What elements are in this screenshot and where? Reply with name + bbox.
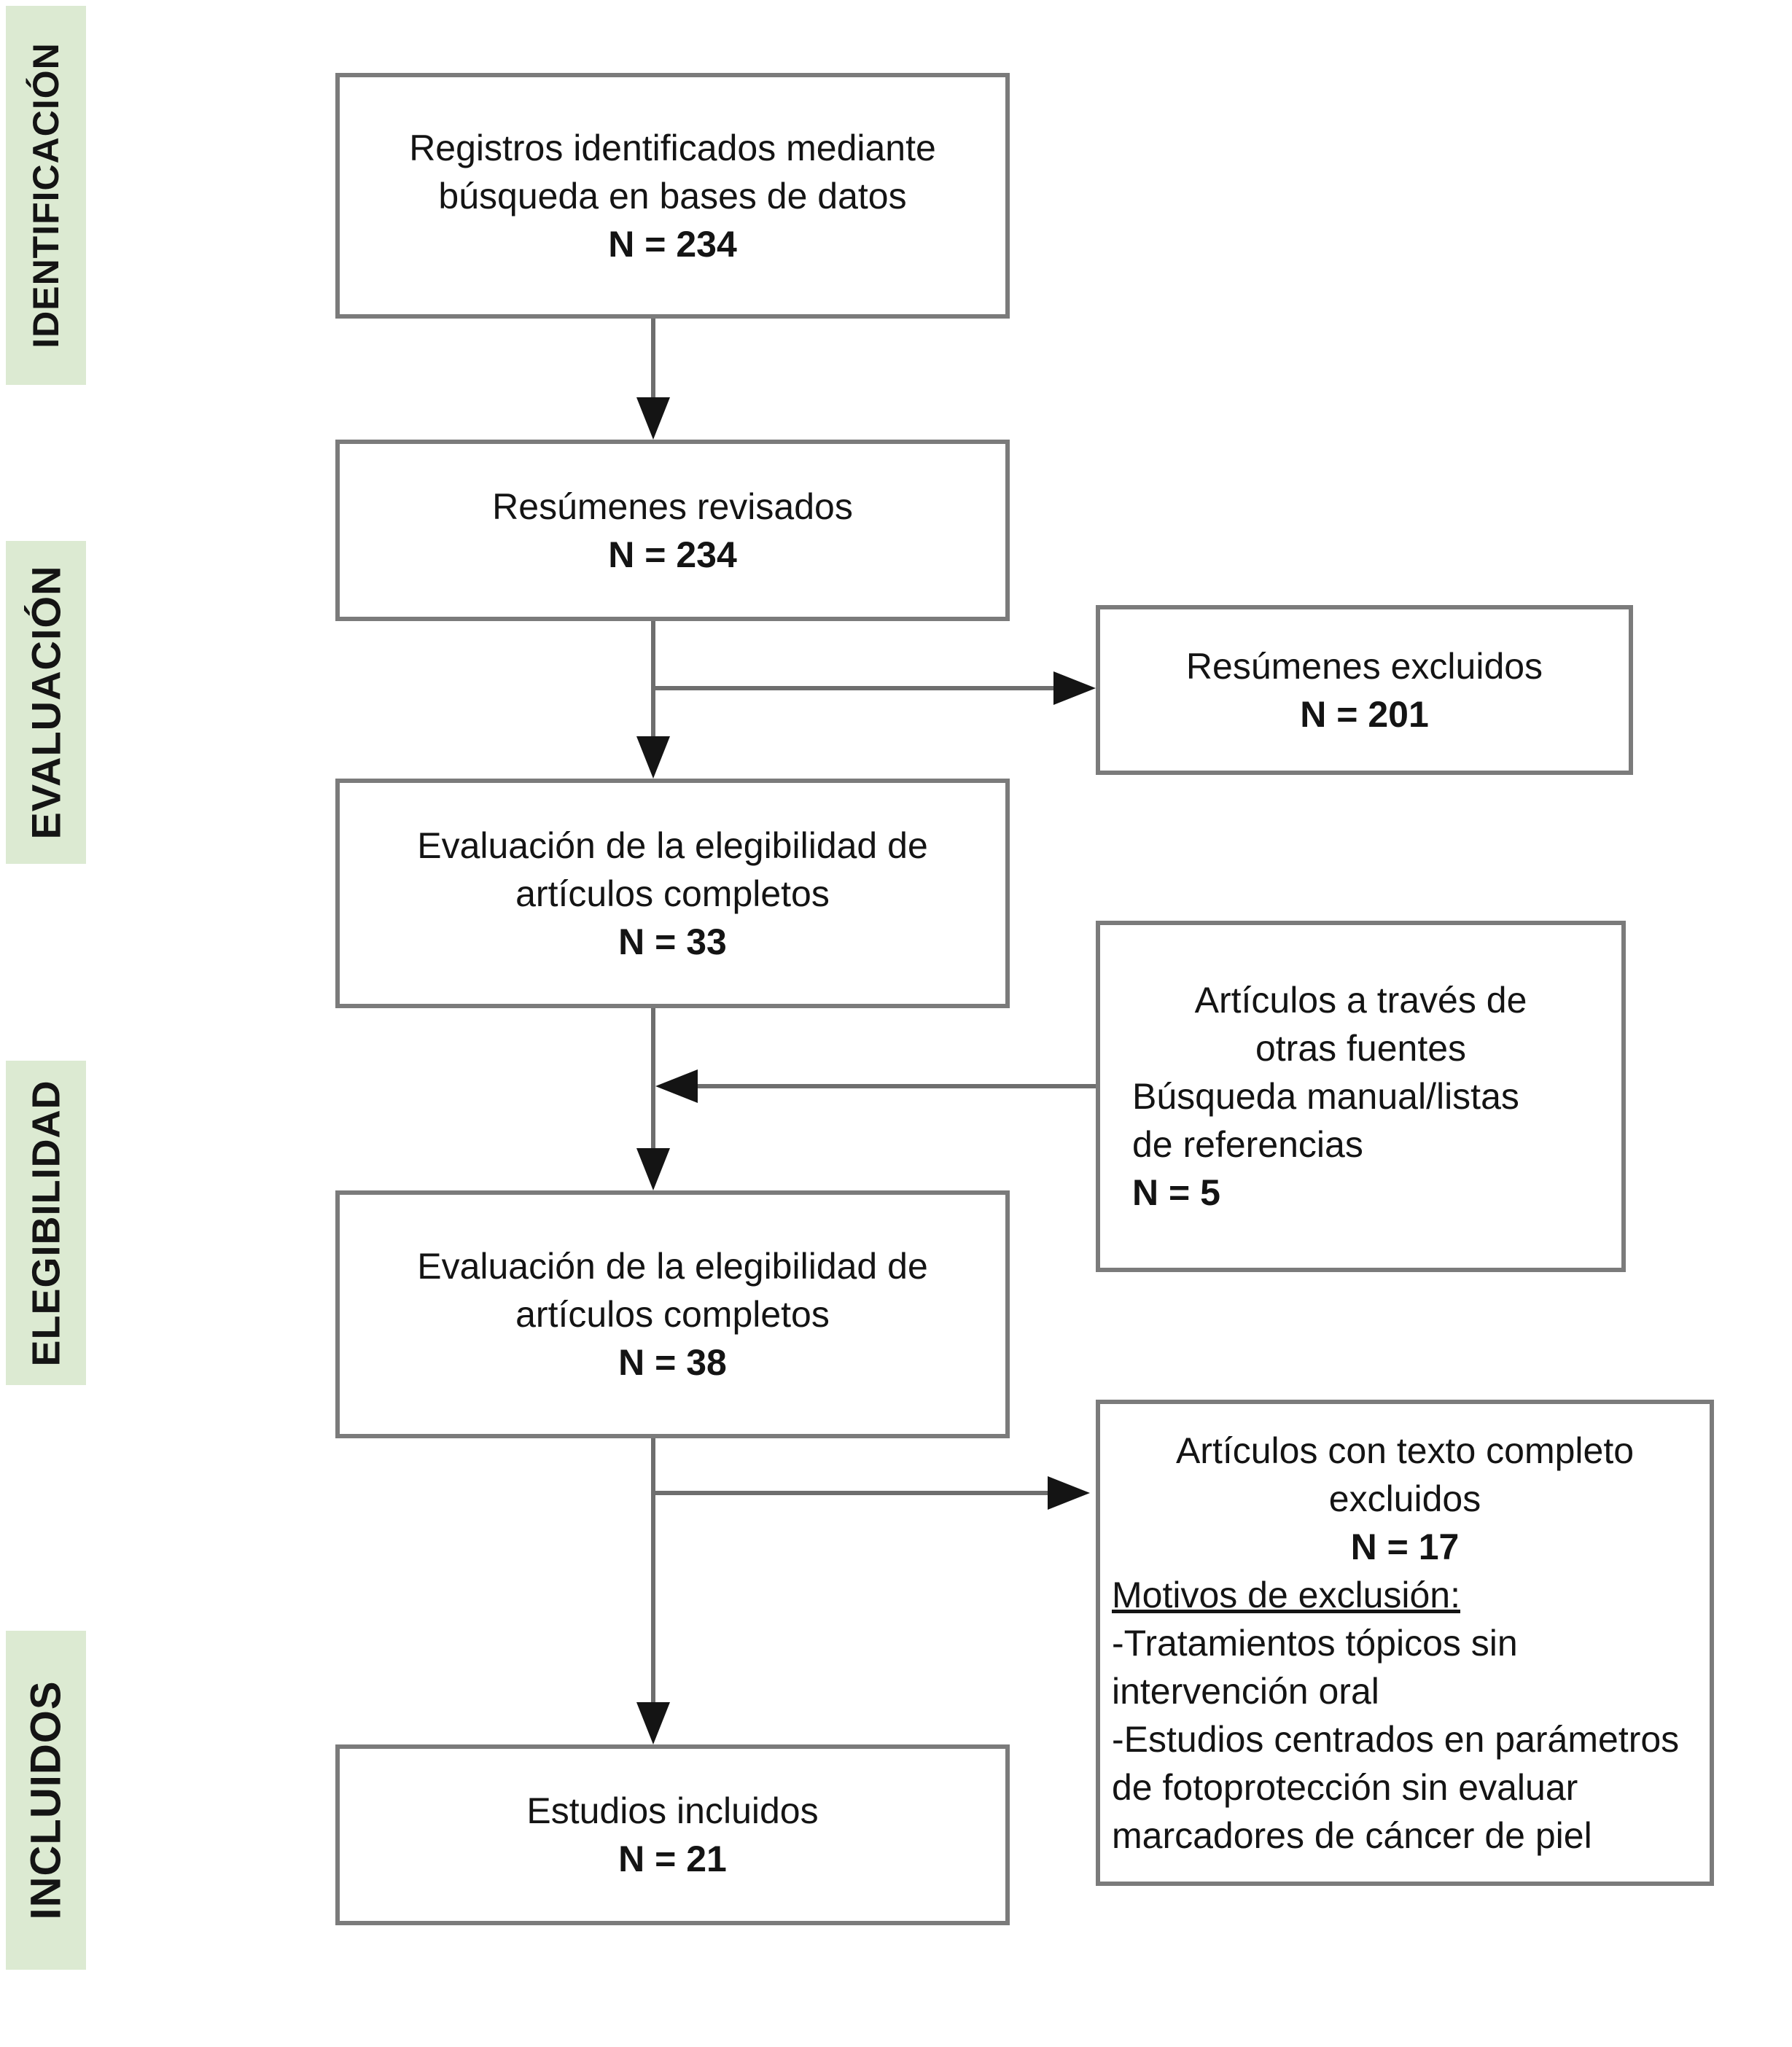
box-text-line: Registros identificados mediante	[409, 127, 936, 168]
box-text-line: Resúmenes revisados	[492, 486, 853, 527]
stage-band-screening: EVALUACIÓN	[6, 541, 86, 864]
box-count: N = 234	[608, 223, 737, 265]
box-text-line: artículos completos	[515, 1294, 830, 1335]
arrowhead-down-icon	[636, 736, 670, 779]
stage-label-eligibility: ELEGIBILIDAD	[24, 1079, 69, 1367]
arrowhead-down-icon	[636, 397, 670, 440]
arrowhead-right-icon	[1053, 671, 1096, 705]
box-text-line: otras fuentes	[1255, 1028, 1467, 1069]
box-text-line: excluidos	[1328, 1478, 1481, 1519]
connector-line-eligibility2-to-included	[651, 1438, 655, 1705]
box-abstracts-excluded: Resúmenes excluidos N = 201	[1096, 605, 1633, 775]
box-text-line: Evaluación de la elegibilidad de	[417, 824, 928, 866]
connector-line-to-fulltext-excluded	[653, 1491, 1051, 1495]
exclusion-reason-line: marcadores de cáncer de piel	[1112, 1814, 1592, 1856]
box-count: N = 17	[1350, 1526, 1460, 1567]
arrowhead-left-icon	[655, 1069, 698, 1103]
box-text-line: Artículos a través de	[1194, 980, 1527, 1021]
box-text-line: Evaluación de la elegibilidad de	[417, 1246, 928, 1287]
box-records-identified: Registros identificados mediante búsqued…	[335, 73, 1010, 319]
box-count: N = 5	[1132, 1172, 1220, 1213]
box-text-line: búsqueda en bases de datos	[438, 175, 907, 217]
connector-line-reviewed-to-eligibility1	[651, 621, 655, 739]
stage-label-included: INCLUIDOS	[22, 1680, 70, 1920]
connector-line-from-other-sources	[695, 1084, 1096, 1088]
box-count: N = 38	[618, 1342, 727, 1383]
box-eligibility-assessment-2: Evaluación de la elegibilidad de artícul…	[335, 1190, 1010, 1438]
box-text-line: Artículos con texto completo	[1175, 1430, 1635, 1471]
exclusion-reason-line: -Tratamientos tópicos sin	[1112, 1622, 1518, 1664]
box-text-line: Estudios incluidos	[526, 1790, 819, 1831]
box-abstracts-reviewed: Resúmenes revisados N = 234	[335, 440, 1010, 621]
arrowhead-down-icon	[636, 1702, 670, 1744]
box-other-sources: Artículos a través de otras fuentes Búsq…	[1096, 921, 1626, 1272]
box-count: N = 33	[618, 921, 727, 962]
stage-band-eligibility: ELEGIBILIDAD	[6, 1061, 86, 1385]
box-text-line: Búsqueda manual/listas	[1132, 1076, 1519, 1117]
box-text-line: Resúmenes excluidos	[1185, 645, 1543, 687]
connector-line-to-abstracts-excluded	[653, 686, 1056, 690]
exclusion-reasons-heading: Motivos de exclusión:	[1112, 1574, 1461, 1615]
exclusion-reason-line: intervención oral	[1112, 1670, 1379, 1712]
box-count: N = 21	[618, 1839, 727, 1879]
connector-line-records-to-reviewed	[651, 319, 655, 400]
connector-line-eligibility1-to-eligibility2	[651, 1008, 655, 1151]
stage-band-identification: IDENTIFICACIÓN	[6, 6, 86, 385]
arrowhead-right-icon	[1048, 1476, 1090, 1510]
stage-label-identification: IDENTIFICACIÓN	[26, 42, 67, 348]
exclusion-reason-line: -Estudios centrados en parámetros	[1112, 1718, 1680, 1760]
box-studies-included: Estudios incluidos N = 21	[335, 1744, 1010, 1925]
stage-label-screening: EVALUACIÓN	[23, 565, 69, 840]
box-eligibility-assessment-1: Evaluación de la elegibilidad de artícul…	[335, 779, 1010, 1008]
stage-band-included: INCLUIDOS	[6, 1631, 86, 1970]
box-text-line: de referencias	[1132, 1124, 1363, 1165]
box-count: N = 201	[1300, 693, 1429, 735]
arrowhead-down-icon	[636, 1148, 670, 1190]
box-count: N = 234	[608, 534, 737, 575]
box-text-line: artículos completos	[515, 873, 830, 914]
exclusion-reason-line: de fotoprotección sin evaluar	[1112, 1766, 1578, 1808]
box-fulltext-excluded: Artículos con texto completo excluidos N…	[1096, 1400, 1714, 1886]
